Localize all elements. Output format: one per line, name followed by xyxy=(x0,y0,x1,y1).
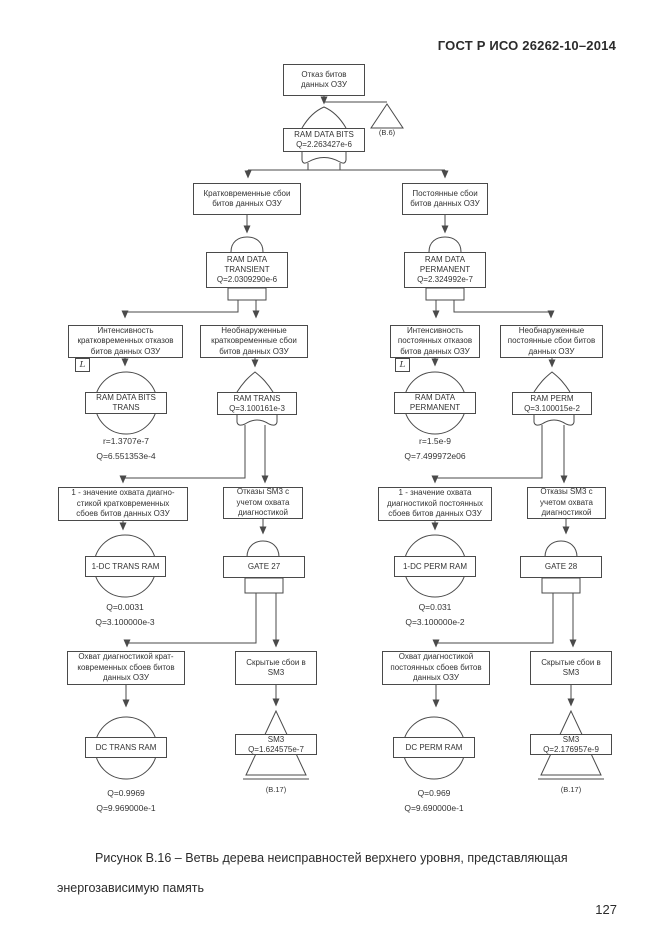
node-root-gate-label: RAM DATA BITS Q=2.263427e-6 xyxy=(283,128,365,152)
permanent-undetected-or-gate-icon xyxy=(431,357,575,484)
gate28-and-gate-icon xyxy=(432,519,581,648)
value-dc-trans: Q=0.9969 Q=9.969000e-1 xyxy=(96,788,156,813)
node-one-minus-dc-trans-label: 1-DC TRANS RAM xyxy=(85,556,166,577)
node-ram-data-transient-label: RAM DATA TRANSIENT Q=2.0309290e-6 xyxy=(206,252,288,288)
figure-caption: Рисунок В.16 – Ветвь дерева неисправност… xyxy=(57,851,568,895)
transfer-ref-b17-right: (B.17) xyxy=(560,785,582,794)
node-root-event: Отказ битов данных ОЗУ xyxy=(283,64,365,96)
value-one-minus-dc-trans: Q=0.0031 Q=3.100000e-3 xyxy=(95,602,155,627)
node-ram-perm-label: RAM PERM Q=3.100015e-2 xyxy=(512,392,592,415)
dc-perm-circle-icon xyxy=(402,685,466,780)
lambda-type-badge: L xyxy=(75,358,90,372)
node-one-minus-dc-trans-event: 1 - значение охвата диагно- стикой кратк… xyxy=(58,487,188,521)
sm3-transfer-left-triangle-icon xyxy=(243,685,309,780)
gate27-and-gate-icon xyxy=(123,519,284,648)
transfer-ref-b6: (B.6) xyxy=(378,128,396,137)
node-sm3-transfer-left-label: SM3 Q=1.624575e-7 xyxy=(235,734,317,755)
node-sm3-failures-trans-event: Отказы SM3 с учетом охвата диагностикой xyxy=(223,487,303,519)
transfer-out-triangle-icon xyxy=(370,103,404,129)
value-ram-data-bits-trans: r=1.3707e-7 Q=6.551353e-4 xyxy=(96,436,156,461)
lambda-type-badge: L xyxy=(395,358,410,372)
node-ram-data-bits-trans-label: RAM DATA BITS TRANS xyxy=(85,392,167,414)
value-one-minus-dc-perm: Q=0.031 Q=3.100000e-2 xyxy=(405,602,465,627)
permanent-and-gate-icon xyxy=(425,215,555,319)
transient-undetected-or-gate-icon xyxy=(119,358,278,484)
node-ram-data-permanent-label: RAM DATA PERMANENT Q=2.324992e-7 xyxy=(404,252,486,288)
node-dc-perm-label: DC PERM RAM xyxy=(393,737,475,758)
node-latent-sm3-trans-event: Скрытые сбои в SM3 xyxy=(235,651,317,685)
node-permanent-undetected-event: Необнаруженные постоянные сбои битов дан… xyxy=(500,325,603,358)
node-transient-undetected-event: Необнаруженные кратковременные сбои бито… xyxy=(200,325,308,358)
node-permanent-event: Постоянные сбои битов данных ОЗУ xyxy=(402,183,488,215)
node-dc-trans-label: DC TRANS RAM xyxy=(85,737,167,758)
transient-and-gate-icon xyxy=(121,215,267,319)
transfer-ref-b17-left: (B.17) xyxy=(265,785,287,794)
node-sm3-transfer-right-label: SM3 Q=2.176957e-9 xyxy=(530,734,612,755)
node-transient-event: Кратковременные сбои битов данных ОЗУ xyxy=(193,183,301,215)
node-ram-trans-label: RAM TRANS Q=3.100161e-3 xyxy=(217,392,297,415)
node-gate27-label: GATE 27 xyxy=(223,556,305,578)
node-permanent-rate-event: Интенсивность постоянных отказов битов д… xyxy=(390,325,480,358)
document-header: ГОСТ Р ИСО 26262-10–2014 xyxy=(437,38,616,53)
node-gate28-label: GATE 28 xyxy=(520,556,602,578)
node-latent-sm3-perm-event: Скрытые сбои в SM3 xyxy=(530,651,612,685)
node-transient-rate-event: Интенсивность кратковременных отказов би… xyxy=(68,325,183,358)
node-sm3-failures-perm-event: Отказы SM3 с учетом охвата диагностикой xyxy=(527,487,606,519)
node-one-minus-dc-perm-label: 1-DC PERM RAM xyxy=(394,556,476,577)
root-or-gate-icon xyxy=(244,96,449,179)
page-number: 127 xyxy=(595,902,617,917)
node-dc-perm-event: Охват диагностикой постоянных сбоев бито… xyxy=(382,651,490,685)
sm3-transfer-right-triangle-icon xyxy=(538,685,604,780)
node-ram-data-permanent-basic-label: RAM DATA PERMANENT xyxy=(394,392,476,414)
value-dc-perm: Q=0.969 Q=9.690000e-1 xyxy=(404,788,464,813)
dc-trans-circle-icon xyxy=(94,685,158,780)
value-ram-data-permanent: r=1.5e-9 Q=7.499972e06 xyxy=(404,436,466,461)
node-dc-trans-event: Охват диагностикой крат- ковременных сбо… xyxy=(67,651,185,685)
node-one-minus-dc-perm-event: 1 - значение охвата диагностикой постоян… xyxy=(378,487,492,521)
